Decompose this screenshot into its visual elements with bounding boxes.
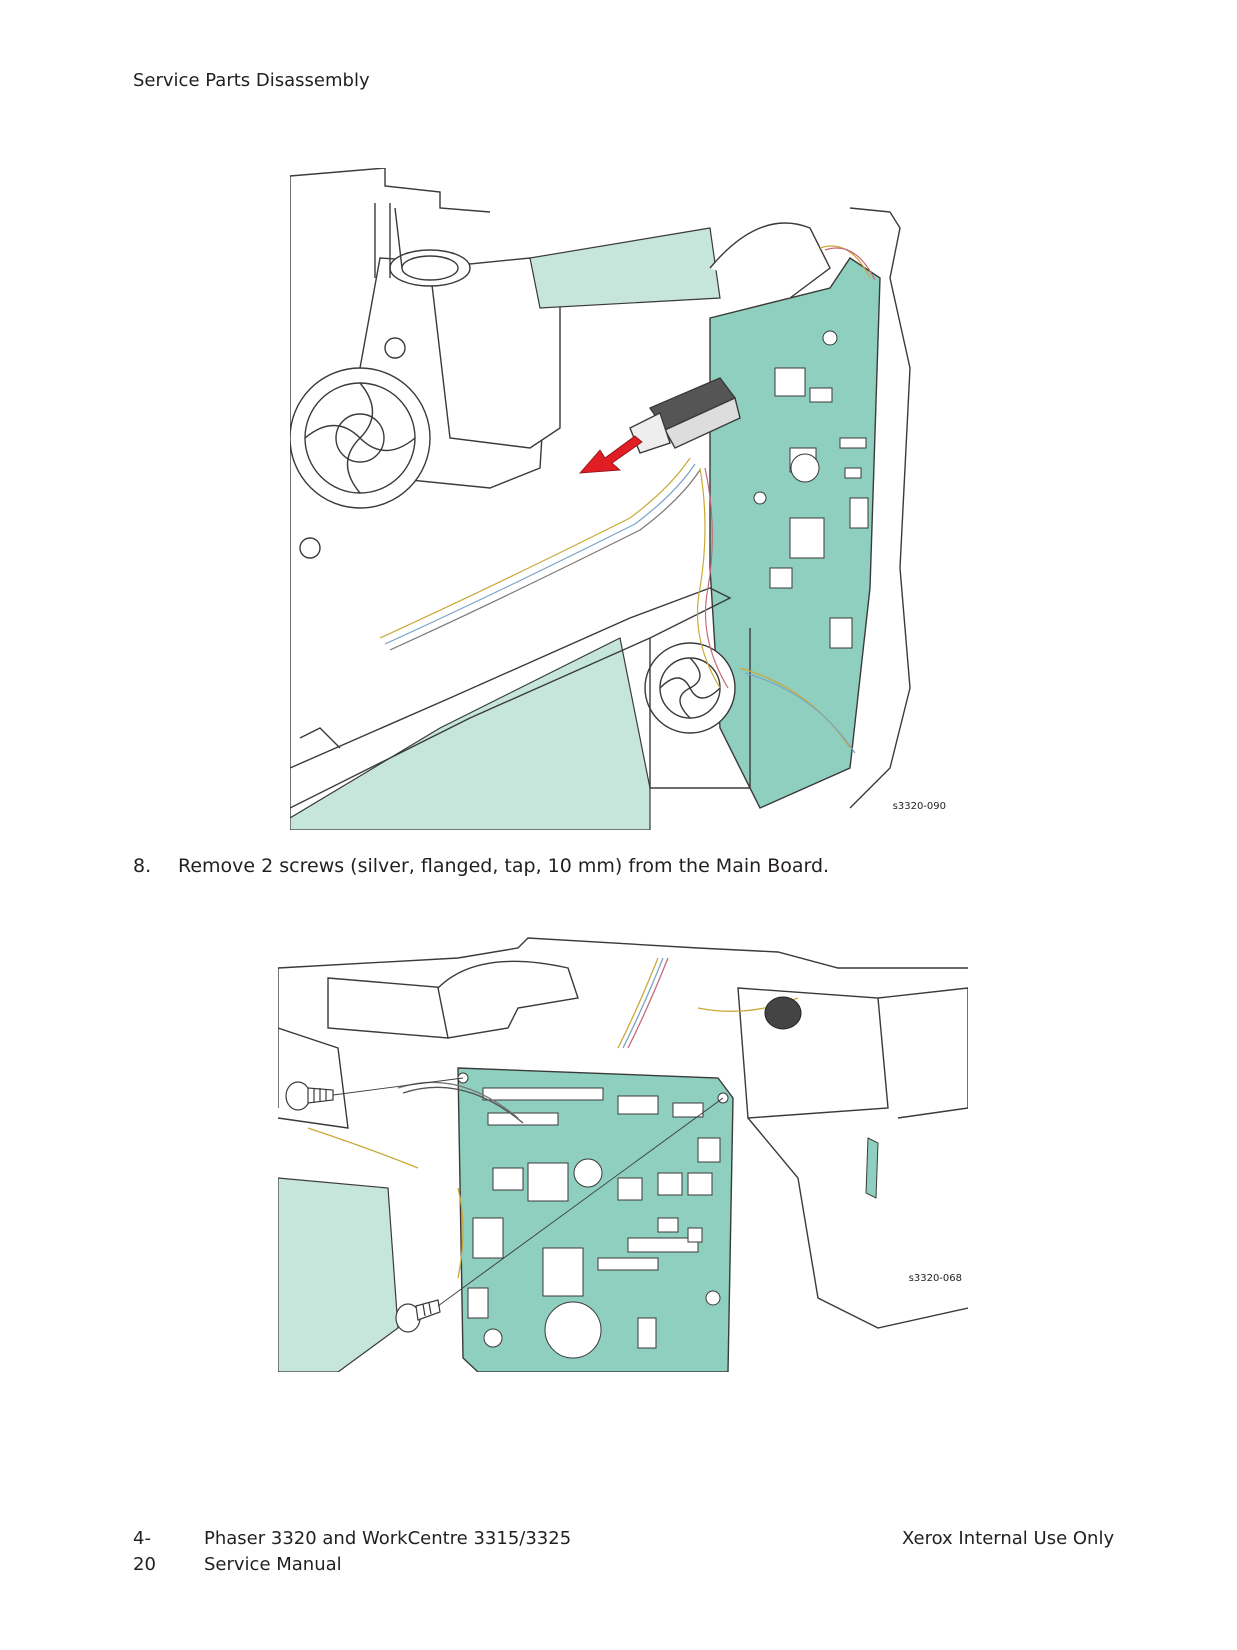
figure-id: s3320-090 (892, 801, 946, 812)
page-number: 4-20 (133, 1528, 156, 1575)
instruction-step: 8. Remove 2 screws (silver, flanged, tap,… (133, 855, 1033, 877)
classification: Xerox Internal Use Only (902, 1528, 1115, 1549)
manual-title: Phaser 3320 and WorkCentre 3315/3325 Ser… (204, 1526, 704, 1578)
illustration-printer-interior-1 (290, 168, 911, 830)
figure-id: s3320-068 (908, 1273, 962, 1284)
figure-connector-removal: s3320-090 (290, 168, 950, 830)
illustration-printer-interior-2 (278, 937, 968, 1372)
screw-icon (285, 1077, 464, 1111)
section-header: Service Parts Disassembly (133, 70, 370, 91)
step-number: 8. (133, 855, 152, 877)
direction-arrow (579, 435, 643, 474)
figure-main-board-screws: s3320-068 (278, 928, 968, 1372)
step-text: Remove 2 screws (silver, flanged, tap, 1… (178, 855, 830, 877)
screw-icon (395, 1097, 724, 1333)
manual-title-line2: Service Manual (204, 1554, 342, 1575)
main-board (457, 1067, 734, 1372)
manual-title-line1: Phaser 3320 and WorkCentre 3315/3325 (204, 1528, 572, 1549)
